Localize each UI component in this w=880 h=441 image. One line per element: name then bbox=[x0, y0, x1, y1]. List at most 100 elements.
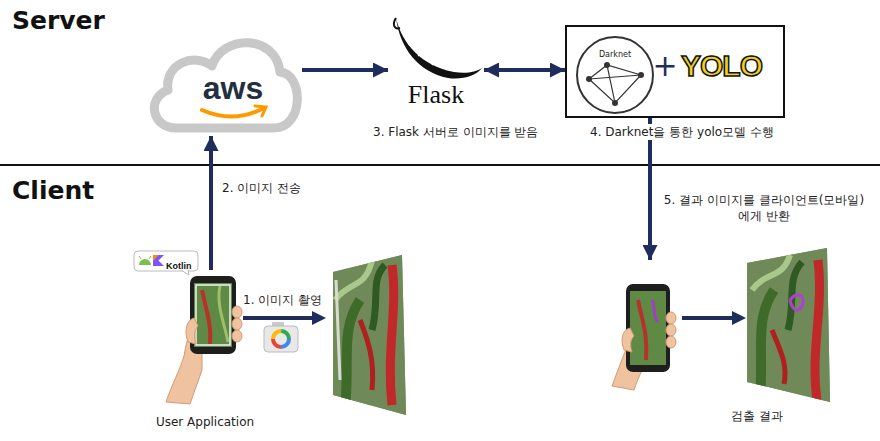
illustration-part bbox=[666, 312, 676, 324]
text-slot: + bbox=[651, 49, 679, 83]
text-slot: 4. Darknet을 통한 yolo모델 수행 bbox=[588, 122, 776, 140]
illustration-part bbox=[273, 331, 289, 347]
illustration-part bbox=[312, 311, 326, 325]
web-server: Flask bbox=[388, 14, 484, 112]
illustration-part bbox=[139, 259, 151, 265]
illustration-part bbox=[335, 260, 372, 300]
text-slot: 검출 결과 bbox=[717, 406, 797, 424]
flow-arrow bbox=[209, 136, 213, 270]
illustration-part bbox=[638, 300, 646, 360]
text-slot: YOLO bbox=[681, 49, 762, 83]
illustration-part bbox=[622, 328, 634, 352]
illustration-part bbox=[186, 318, 198, 344]
model-name: YOLO bbox=[681, 49, 762, 83]
illustration-part bbox=[666, 336, 676, 348]
text-slot: Darknet bbox=[585, 43, 645, 61]
server-name: Flask bbox=[408, 80, 464, 110]
illustration-part bbox=[815, 260, 820, 400]
illustration-part bbox=[390, 265, 393, 405]
detection-result: 검출 결과 bbox=[612, 260, 840, 428]
section-heading: Client bbox=[12, 176, 94, 206]
edge-label: 5. 결과 이미지를 클라이언트(모바일) 에게 반환 bbox=[660, 192, 868, 224]
text-slot: Flask bbox=[388, 80, 484, 110]
illustration-part bbox=[154, 43, 297, 128]
text-slot: Kotlin bbox=[166, 255, 192, 273]
illustration-part bbox=[273, 331, 289, 347]
illustration-part bbox=[264, 326, 298, 352]
flow-arrow bbox=[302, 68, 388, 72]
client-caption: User Application bbox=[156, 414, 254, 430]
illustration-part bbox=[394, 18, 400, 28]
illustration-part bbox=[139, 256, 151, 259]
illustration-part bbox=[666, 324, 676, 336]
illustration-part bbox=[330, 250, 410, 420]
text-slot: User Application bbox=[140, 412, 270, 430]
illustration-part bbox=[153, 255, 159, 261]
illustration-part bbox=[626, 284, 670, 372]
flow-arrow bbox=[484, 68, 565, 72]
framework-name: Darknet bbox=[599, 50, 631, 60]
text-slot: 1. 이미지 촬영 bbox=[243, 290, 322, 308]
illustration-part bbox=[232, 330, 242, 342]
illustration-part bbox=[752, 255, 790, 290]
result-caption: 검출 결과 bbox=[731, 408, 783, 424]
illustration-part bbox=[577, 37, 653, 113]
language-name: Kotlin bbox=[166, 261, 192, 272]
client-app: User Application bbox=[140, 270, 270, 430]
section-divider bbox=[0, 164, 880, 166]
illustration-part bbox=[638, 72, 644, 78]
client-app-shape bbox=[140, 270, 270, 430]
plus-sign: + bbox=[652, 49, 677, 83]
service-logo-text: aws bbox=[203, 70, 263, 106]
illustration-part bbox=[586, 76, 592, 82]
illustration-part bbox=[742, 245, 834, 405]
illustration-part bbox=[760, 290, 774, 400]
illustration-part bbox=[604, 62, 610, 68]
language-bubble: Kotlin bbox=[133, 250, 199, 274]
text-slot: 3. Flask 서버로 이미지를 받음 bbox=[373, 122, 539, 140]
illustration-part bbox=[772, 330, 785, 384]
illustration-part bbox=[589, 65, 641, 103]
illustration-part bbox=[232, 306, 242, 318]
illustration-part bbox=[330, 250, 410, 420]
illustration-part bbox=[682, 316, 734, 320]
model-box: Darknet +YOLO bbox=[565, 25, 785, 118]
illustration-part bbox=[219, 286, 228, 342]
text-slot: 2. 이미지 전송 bbox=[222, 178, 301, 196]
illustration-part bbox=[408, 39, 451, 70]
camera-icon bbox=[264, 322, 298, 352]
illustration-part bbox=[202, 108, 264, 117]
text-slot: Server bbox=[12, 6, 105, 36]
text-slot: aws bbox=[178, 70, 288, 106]
captured-photo bbox=[330, 250, 410, 420]
illustration-part bbox=[360, 320, 373, 390]
illustration-part bbox=[194, 283, 232, 347]
illustration-part bbox=[630, 291, 666, 365]
illustration-part bbox=[336, 280, 340, 380]
illustration-part bbox=[190, 276, 236, 354]
illustration-part bbox=[652, 300, 658, 322]
illustration-part bbox=[612, 100, 618, 106]
illustration-part bbox=[153, 255, 164, 266]
illustration-part bbox=[196, 285, 230, 345]
illustration-part bbox=[134, 251, 198, 271]
illustration-part bbox=[255, 106, 266, 116]
illustration-part bbox=[273, 331, 289, 347]
capture-arrow bbox=[243, 311, 326, 325]
section-heading: Server bbox=[12, 6, 105, 36]
illustration-part bbox=[790, 295, 803, 310]
text-slot: 5. 결과 이미지를 클라이언트(모바일) 에게 반환 bbox=[660, 192, 868, 224]
illustration-part bbox=[372, 265, 385, 330]
detection-result-shape bbox=[612, 260, 840, 428]
illustration-part bbox=[396, 18, 482, 79]
text-slot: Client bbox=[12, 176, 94, 206]
illustration-part bbox=[273, 331, 289, 347]
illustration-part bbox=[345, 300, 360, 410]
cloud-service: aws bbox=[138, 20, 302, 136]
illustration-part bbox=[232, 318, 242, 330]
step-label: 1. 이미지 촬영 bbox=[243, 292, 322, 308]
illustration-part bbox=[243, 316, 314, 320]
step-label: 3. Flask 서버로 이미지를 받음 bbox=[373, 124, 539, 140]
illustration-part bbox=[742, 245, 834, 405]
